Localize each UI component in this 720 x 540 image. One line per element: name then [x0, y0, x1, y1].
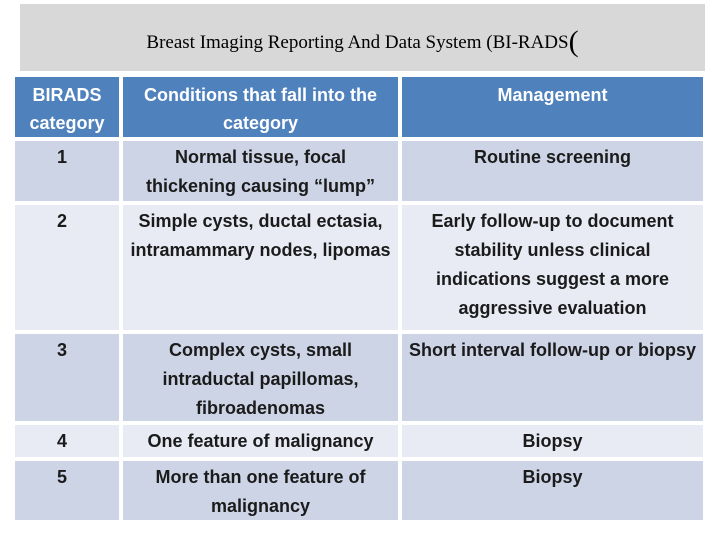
table-row-3-management: Short interval follow-up or biopsy [402, 334, 703, 421]
table-row-4-category: 4 [15, 425, 119, 457]
table-row-1-conditions: Normal tissue, focal thickening causing … [123, 141, 398, 201]
column-header-management: Management [402, 77, 703, 137]
table-row-1-management: Routine screening [402, 141, 703, 201]
table-row-3-category: 3 [15, 334, 119, 421]
table-row-4-conditions: One feature of malignancy [123, 425, 398, 457]
table-row-3-conditions: Complex cysts, small intraductal papillo… [123, 334, 398, 421]
table-row-5-category: 5 [15, 461, 119, 520]
birads-table: BIRADS category Conditions that fall int… [15, 77, 703, 520]
title-bar: Breast Imaging Reporting And Data System… [20, 4, 705, 71]
title-trailing-paren: ( [568, 25, 579, 58]
table-row-1-category: 1 [15, 141, 119, 201]
table-row-4-management: Biopsy [402, 425, 703, 457]
page-title: Breast Imaging Reporting And Data System… [146, 31, 569, 53]
table-row-5-management: Biopsy [402, 461, 703, 520]
column-header-conditions: Conditions that fall into the category [123, 77, 398, 137]
table-row-2-management: Early follow-up to document stability un… [402, 205, 703, 330]
column-header-birads-category: BIRADS category [15, 77, 119, 137]
table-row-2-category: 2 [15, 205, 119, 330]
table-row-5-conditions: More than one feature of malignancy [123, 461, 398, 520]
table-row-2-conditions: Simple cysts, ductal ectasia, intramamma… [123, 205, 398, 330]
